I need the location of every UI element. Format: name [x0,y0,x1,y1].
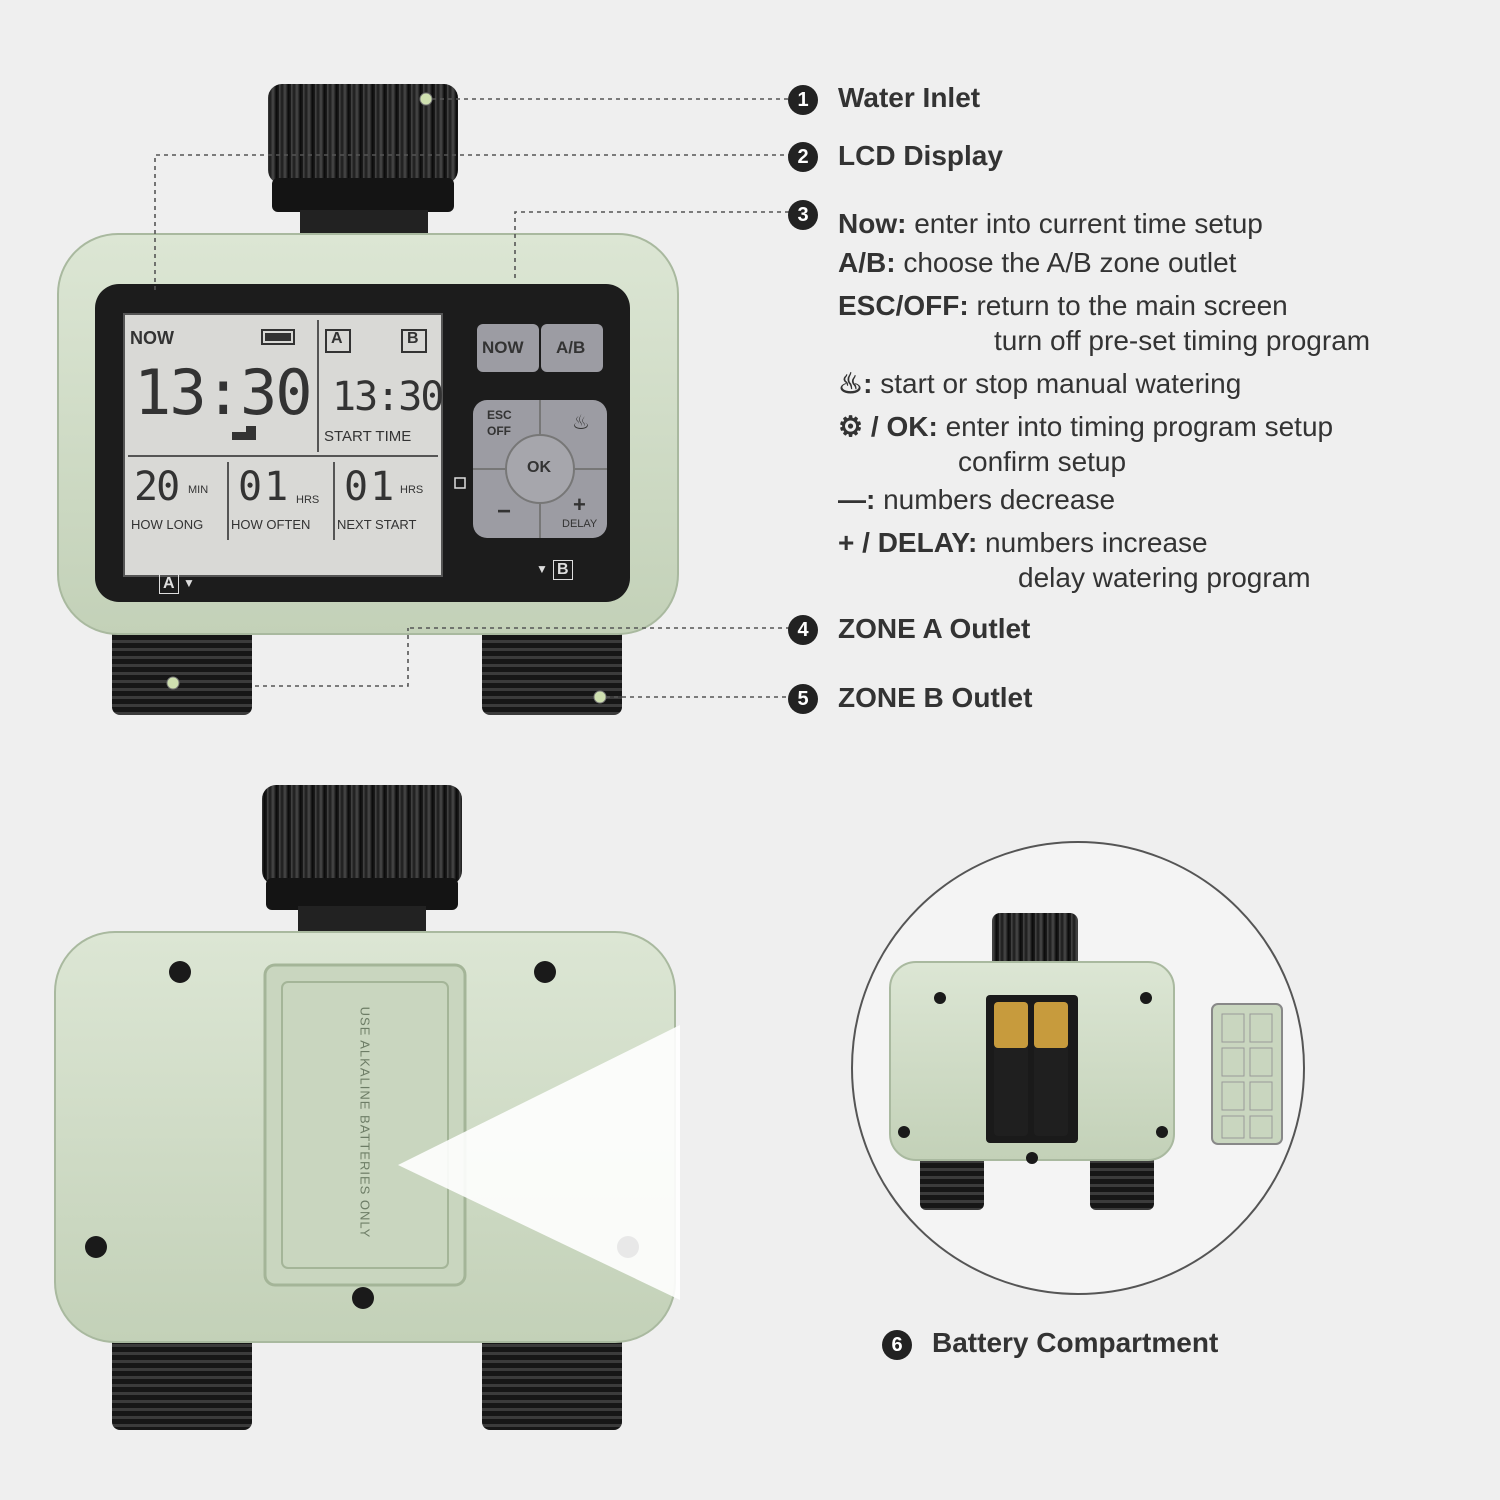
desc-esc-off-2: turn off pre-set timing program [994,325,1371,356]
minus-button[interactable]: − [497,498,512,525]
callout-4-number: 4 [788,615,818,645]
esc-button-line1[interactable]: ESC [487,408,512,422]
lcd-start-time: 13:30 [332,374,444,420]
lcd-how-often-label: HOW OFTEN [231,517,311,532]
now-button[interactable]: NOW [482,338,524,357]
lcd-how-often-value: 01 [238,464,291,510]
zone-a-outlet-thread [112,615,252,715]
outlet-b-arrow-icon: ▼ [536,562,548,576]
battery-level-icon [261,329,295,345]
ok-button[interactable]: OK [527,459,551,476]
desc-minus: —: numbers decrease [838,484,1116,515]
timer-body-back [54,931,676,1343]
callout-6-number: 6 [882,1330,912,1360]
desc-ab: A/B: choose the A/B zone outlet [838,247,1237,278]
lcd-zone-b: B [407,330,419,347]
desc-now: Now: enter into current time setup [838,208,1263,239]
lcd-display [123,313,443,577]
leader-lines [154,98,790,698]
callout-1-title: Water Inlet [838,82,981,113]
zone-b-marker-dot [593,690,607,704]
callout-6-title: Battery Compartment [932,1327,1219,1358]
off-button-line2[interactable]: OFF [487,424,511,438]
zone-a-marker-dot [166,676,180,690]
zone-b-outlet-thread [482,615,622,715]
lcd-how-long-label: HOW LONG [131,517,204,532]
lcd-start-time-label: START TIME [324,428,412,445]
zoom-beam [398,1025,680,1300]
callout-5-number: 5 [788,684,818,714]
callout-2-number: 2 [788,142,818,172]
lcd-next-start-unit: HRS [400,484,424,496]
lcd-now-label: NOW [130,328,174,348]
desc-faucet: ♨: start or stop manual watering [838,368,1242,399]
ab-button[interactable]: A/B [556,338,586,357]
faucet-button-icon[interactable]: ♨ [572,412,590,434]
plus-button[interactable]: + [573,492,586,517]
lcd-next-start-label: NEXT START [337,517,417,532]
lcd-zone-a: A [331,330,343,347]
rear-zone-a-thread [112,1330,252,1430]
lcd-clock: 13:30 [134,356,313,429]
callout-2-title: LCD Display [838,140,1003,171]
callout-4-title: ZONE A Outlet [838,613,1031,644]
desc-ok-2: confirm setup [958,446,1127,477]
lcd-next-start-value: 01 [344,464,397,510]
desc-plus-2: delay watering program [1018,562,1311,593]
button-panel [454,324,607,538]
faucet-icon: ♨ [838,368,864,399]
desc-esc-off: ESC/OFF: return to the main screen [838,290,1288,321]
water-inlet-nut [268,84,458,236]
callout-1-number: 1 [788,85,818,115]
callout-5-title: ZONE B Outlet [838,682,1033,713]
outlet-b-label: B [553,560,573,580]
outlet-a-arrow-icon: ▼ [183,576,195,590]
lcd-how-long-unit: MIN [188,484,209,496]
inlet-marker-dot [419,92,433,106]
callout-3-number: 3 [788,200,818,230]
rear-inlet-nut [262,785,462,940]
lcd-how-often-unit: HRS [296,494,320,506]
desc-ok: ⚙ / OK: enter into timing program setup [838,411,1334,442]
gear-icon: ⚙ [838,411,864,442]
outlet-a-label: A [159,574,179,594]
battery-cover-text: USE ALKALINE BATTERIES ONLY [357,1006,373,1239]
lcd-faucet-icon [232,426,256,440]
delay-button-label[interactable]: DELAY [562,518,598,530]
battery-zoom-circle [851,841,1305,1295]
lcd-how-long-value: 20 [134,464,180,510]
desc-plus: + / DELAY: numbers increase [838,527,1208,558]
rear-zone-b-thread [482,1330,622,1430]
